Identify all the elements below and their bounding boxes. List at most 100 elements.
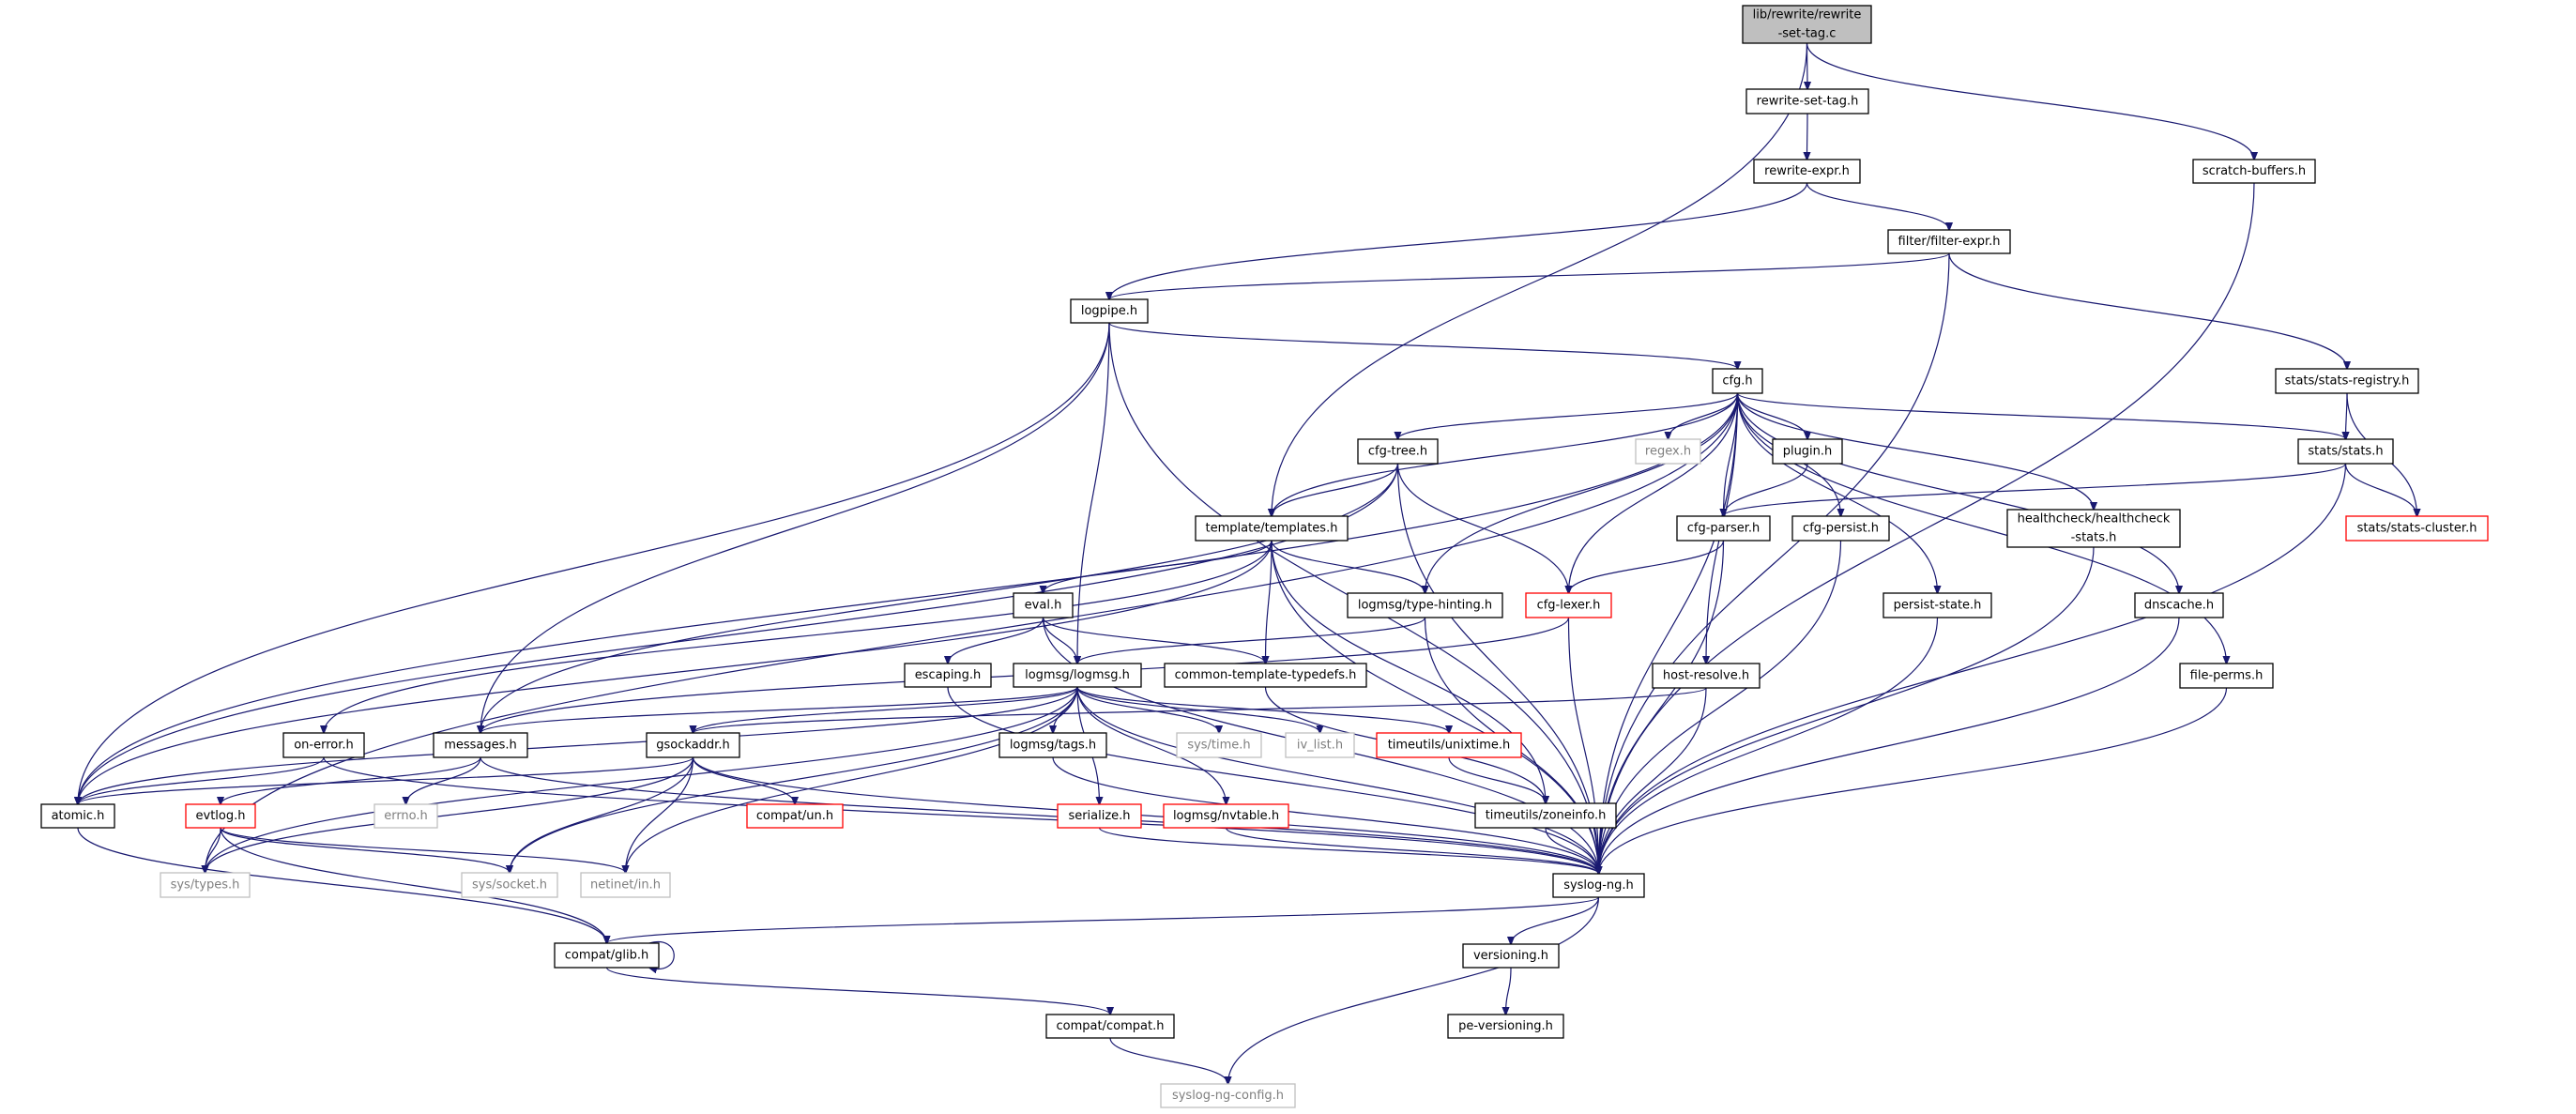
node-cfgtree[interactable]: cfg-tree.h — [1357, 438, 1439, 465]
edge-logmsg-to-systypes — [206, 686, 1078, 873]
edge-gsockaddr-to-syssocket — [510, 756, 694, 873]
edge-syslogng-to-versioning — [1511, 896, 1600, 944]
node-label: logmsg/logmsg.h — [1025, 668, 1130, 682]
node-label: logmsg/tags.h — [1010, 739, 1096, 753]
node-compatun[interactable]: compat/un.h — [746, 803, 844, 829]
node-box — [1447, 1014, 1564, 1039]
node-box — [160, 872, 251, 898]
edge-root-to-scratch — [1806, 42, 2255, 160]
node-escaping[interactable]: escaping.h — [904, 663, 992, 688]
node-serialize[interactable]: serialize.h — [1057, 803, 1142, 829]
node-box — [1772, 438, 1843, 465]
node-ctt[interactable]: common-template-typedefs.h — [1164, 663, 1367, 688]
node-ivlist: iv_list.h — [1285, 732, 1355, 758]
node-versioning[interactable]: versioning.h — [1462, 943, 1560, 969]
node-box — [2297, 438, 2394, 465]
node-evtlog[interactable]: evtlog.h — [185, 803, 256, 829]
node-label: filter/filter-expr.h — [1898, 235, 2001, 249]
node-logmsg[interactable]: logmsg/logmsg.h — [1013, 663, 1142, 688]
edge-plugin-to-cfgparser — [1724, 463, 1808, 516]
node-stats[interactable]: stats/stats.h — [2297, 438, 2394, 465]
node-glib[interactable]: compat/glib.h — [554, 942, 660, 969]
node-box — [1045, 1014, 1175, 1039]
node-label: stats/stats.h — [2308, 445, 2383, 459]
node-pever[interactable]: pe-versioning.h — [1447, 1014, 1564, 1039]
node-label: iv_list.h — [1297, 739, 1343, 753]
node-nvtable[interactable]: logmsg/nvtable.h — [1163, 803, 1289, 829]
node-sreg[interactable]: stats/stats-registry.h — [2275, 368, 2419, 394]
edge-typehint-to-logmsg — [1077, 617, 1426, 664]
node-compat[interactable]: compat/compat.h — [1045, 1014, 1175, 1039]
edge-rexpr-to-fexpr — [1806, 182, 1950, 230]
edge-templates-to-zoneinfo — [1271, 540, 1546, 803]
edge-cfg-to-typehint — [1425, 392, 1739, 593]
node-syslogng[interactable]: syslog-ng.h — [1552, 873, 1645, 898]
node-messages[interactable]: messages.h — [433, 732, 528, 758]
node-label: timeutils/unixtime.h — [1388, 739, 1511, 753]
edge-dnscache-to-syslogng — [1599, 617, 2180, 874]
node-tags[interactable]: logmsg/tags.h — [998, 732, 1107, 758]
node-gsockaddr[interactable]: gsockaddr.h — [646, 732, 740, 758]
edge-templates-to-eval — [1044, 540, 1273, 593]
node-label: compat/compat.h — [1057, 1019, 1165, 1033]
node-cfglexer[interactable]: cfg-lexer.h — [1525, 592, 1612, 618]
edge-stats-to-syslogng — [1599, 463, 2347, 874]
node-rexpr[interactable]: rewrite-expr.h — [1753, 159, 1861, 184]
node-persist[interactable]: persist-state.h — [1882, 592, 1992, 618]
node-box — [1791, 515, 1890, 542]
node-logpipe[interactable]: logpipe.h — [1070, 298, 1149, 324]
node-fileperms[interactable]: file-perms.h — [2179, 663, 2274, 689]
node-box — [1163, 803, 1289, 829]
edge-logmsg-to-atomic — [78, 686, 1078, 804]
node-label: scratch-buffers.h — [2203, 164, 2306, 178]
edge-fexpr-to-syslogng — [1599, 252, 1950, 874]
edge-gsockaddr-to-netinet — [626, 756, 694, 873]
edge-logpipe-to-logmsg — [1077, 322, 1110, 664]
edge-cfg-to-plugin — [1736, 392, 1808, 439]
node-fexpr[interactable]: filter/filter-expr.h — [1887, 229, 2011, 254]
node-plugin[interactable]: plugin.h — [1772, 438, 1843, 465]
node-rst_h[interactable]: rewrite-set-tag.h — [1745, 88, 1869, 114]
edge-logpipe-to-atomic — [78, 322, 1110, 804]
node-box — [1462, 943, 1560, 969]
node-unixtime[interactable]: timeutils/unixtime.h — [1376, 732, 1522, 758]
edge-rexpr-to-logpipe — [1109, 182, 1808, 299]
node-box — [746, 803, 844, 829]
edge-fexpr-to-sreg — [1948, 252, 2347, 369]
node-root[interactable]: lib/rewrite/rewrite-set-tag.c — [1742, 5, 1872, 44]
node-label: sys/socket.h — [472, 878, 547, 893]
node-box — [373, 803, 438, 829]
node-label: cfg-parser.h — [1687, 522, 1761, 536]
node-hostres[interactable]: host-resolve.h — [1652, 663, 1761, 689]
node-eval[interactable]: eval.h — [1013, 592, 1074, 618]
node-label: file-perms.h — [2190, 669, 2264, 683]
node-label: versioning.h — [1473, 949, 1548, 963]
node-label: rewrite-expr.h — [1764, 164, 1850, 178]
node-onerror[interactable]: on-error.h — [282, 732, 365, 758]
node-cfgpersist[interactable]: cfg-persist.h — [1791, 515, 1890, 542]
node-box — [1164, 663, 1367, 688]
node-health[interactable]: healthcheck/healthcheck-stats.h — [2006, 509, 2181, 548]
node-label: -set-tag.c — [1778, 27, 1837, 41]
edge-hostres-to-syslogng — [1599, 687, 1707, 874]
node-box — [1712, 368, 1763, 394]
node-zoneinfo[interactable]: timeutils/zoneinfo.h — [1474, 802, 1617, 829]
node-regex: regex.h — [1635, 438, 1701, 465]
node-dnscache[interactable]: dnscache.h — [2134, 592, 2224, 618]
node-atomic[interactable]: atomic.h — [40, 803, 115, 829]
node-typehint[interactable]: logmsg/type-hinting.h — [1347, 592, 1503, 618]
node-label: atomic.h — [52, 809, 105, 823]
edge-unixtime-to-zoneinfo — [1448, 756, 1546, 803]
node-scluster[interactable]: stats/stats-cluster.h — [2345, 515, 2489, 542]
node-cfgparser[interactable]: cfg-parser.h — [1676, 515, 1771, 542]
node-templates[interactable]: template/templates.h — [1195, 515, 1349, 542]
node-scratch[interactable]: scratch-buffers.h — [2192, 159, 2316, 184]
node-errno: errno.h — [373, 803, 438, 829]
node-label: on-error.h — [294, 739, 354, 753]
node-label: cfg-persist.h — [1803, 522, 1879, 536]
edge-syslogng-to-config — [1228, 896, 1600, 1084]
node-cfg[interactable]: cfg.h — [1712, 368, 1763, 394]
edge-messages-to-evtlog — [221, 756, 481, 804]
node-label: common-template-typedefs.h — [1175, 668, 1357, 682]
edge-gsockaddr-to-systypes — [206, 756, 694, 873]
